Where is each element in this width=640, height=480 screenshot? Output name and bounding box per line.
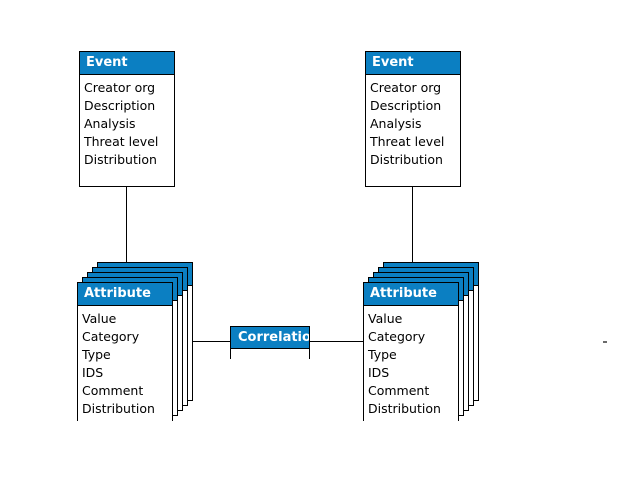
field-item: Creator org	[370, 80, 442, 95]
artifact-mark	[603, 341, 607, 343]
connector-attribute-correlation-left	[186, 341, 231, 342]
field-item: Distribution	[368, 401, 441, 416]
field-item: Value	[82, 311, 117, 326]
field-item: Type	[82, 347, 111, 362]
connector-correlation-attribute-right	[310, 341, 363, 342]
entity-event-right-title: Event	[366, 52, 460, 75]
field-item: IDS	[368, 365, 390, 380]
entity-attribute-right-title: Attribute	[364, 283, 458, 306]
entity-attribute-left[interactable]: Attribute Value Category Type IDS Commen…	[77, 282, 173, 421]
field-item: Distribution	[84, 152, 157, 167]
entity-attribute-right-stack[interactable]: Attribute Value Category Type IDS Commen…	[363, 262, 479, 422]
field-item: Comment	[82, 383, 144, 398]
entity-event-left[interactable]: Event Creator org Description Analysis T…	[79, 51, 175, 187]
entity-event-right[interactable]: Event Creator org Description Analysis T…	[365, 51, 461, 187]
field-item: Threat level	[370, 134, 445, 149]
field-item: Analysis	[84, 116, 136, 131]
entity-correlation-title: Correlation	[231, 327, 309, 349]
field-item: Type	[368, 347, 397, 362]
entity-attribute-left-fields: Value Category Type IDS Comment Distribu…	[78, 306, 172, 421]
entity-attribute-right[interactable]: Attribute Value Category Type IDS Commen…	[363, 282, 459, 421]
field-item: Threat level	[84, 134, 159, 149]
connector-event-attribute-right	[412, 187, 413, 282]
entity-event-left-fields: Creator org Description Analysis Threat …	[80, 75, 174, 172]
field-item: Category	[368, 329, 426, 344]
field-item: Value	[368, 311, 403, 326]
field-item: Analysis	[370, 116, 422, 131]
entity-event-left-title: Event	[80, 52, 174, 75]
field-item: Comment	[368, 383, 430, 398]
entity-correlation-body	[231, 349, 309, 359]
field-item: Creator org	[84, 80, 156, 95]
field-item: Distribution	[82, 401, 155, 416]
entity-correlation[interactable]: Correlation	[230, 326, 310, 359]
entity-attribute-left-title: Attribute	[78, 283, 172, 306]
field-item: Category	[82, 329, 140, 344]
entity-event-right-fields: Creator org Description Analysis Threat …	[366, 75, 460, 172]
entity-attribute-right-fields: Value Category Type IDS Comment Distribu…	[364, 306, 458, 421]
field-item: Distribution	[370, 152, 443, 167]
field-item: IDS	[82, 365, 104, 380]
field-item: Description	[370, 98, 442, 113]
field-item: Description	[84, 98, 156, 113]
entity-attribute-left-stack[interactable]: Attribute Value Category Type IDS Commen…	[77, 262, 193, 422]
connector-event-attribute-left	[126, 187, 127, 282]
